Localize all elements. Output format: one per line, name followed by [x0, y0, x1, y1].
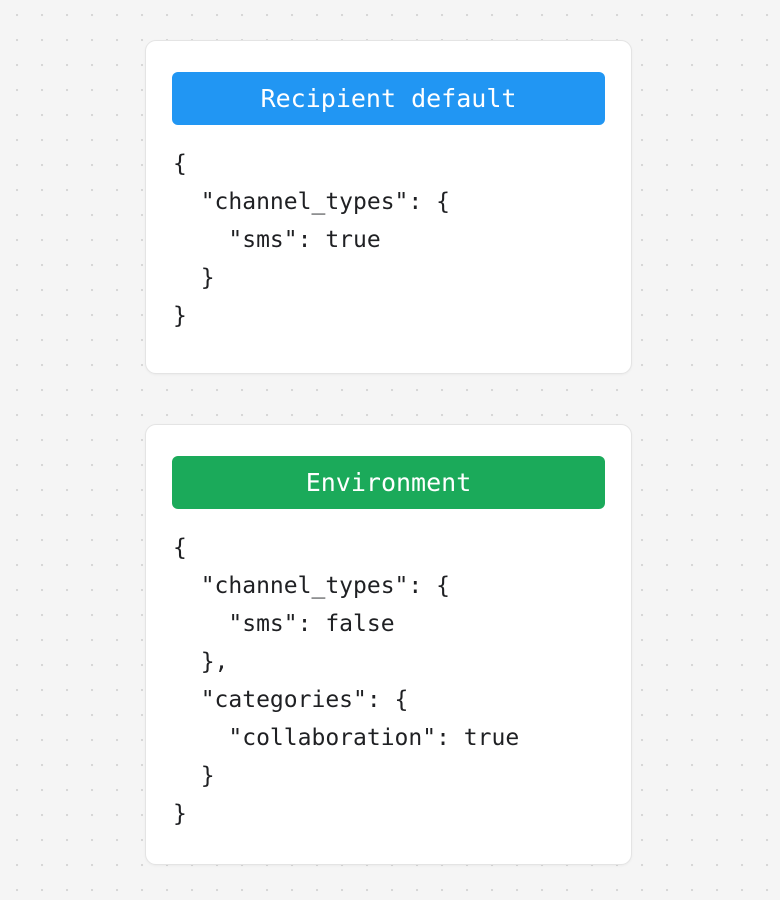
code-line: }	[173, 763, 215, 789]
code-line: "collaboration": true	[173, 725, 520, 751]
code-line: }	[173, 265, 215, 291]
card-header-recipient-default: Recipient default	[172, 72, 605, 125]
code-line: {	[173, 535, 187, 561]
card-header-environment: Environment	[172, 456, 605, 509]
code-line: "sms": true	[173, 227, 381, 253]
card-environment[interactable]: Environment { "channel_types": { "sms": …	[145, 424, 632, 865]
code-line: }	[173, 303, 187, 329]
code-block-environment: { "channel_types": { "sms": false }, "ca…	[173, 529, 611, 833]
code-line: {	[173, 151, 187, 177]
card-recipient-default[interactable]: Recipient default { "channel_types": { "…	[145, 40, 632, 374]
code-block-recipient-default: { "channel_types": { "sms": true }}	[173, 145, 611, 335]
code-line: "channel_types": {	[173, 573, 450, 599]
code-line: "channel_types": {	[173, 189, 450, 215]
code-line: "categories": {	[173, 687, 409, 713]
code-line: },	[173, 649, 229, 675]
code-line: "sms": false	[173, 611, 395, 637]
code-line: }	[173, 801, 187, 827]
